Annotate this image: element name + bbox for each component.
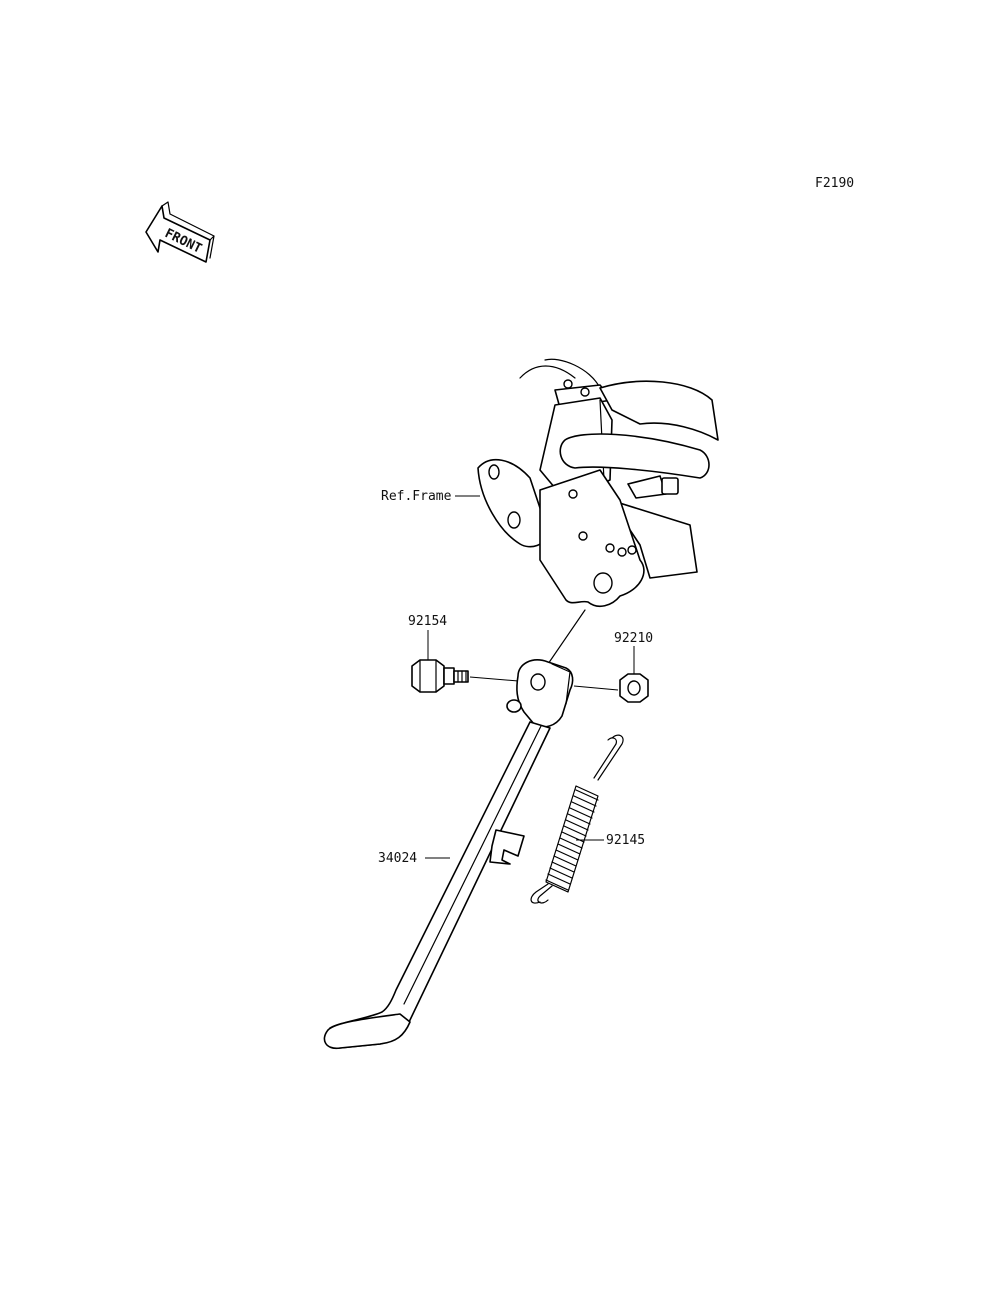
label-92210: 92210: [614, 631, 653, 646]
frame-bracket: [477, 358, 719, 665]
bolt-92154: [411, 659, 469, 693]
nut-92210: [619, 673, 649, 703]
front-arrow-icon: FRONT: [145, 201, 215, 263]
label-ref-frame: Ref.Frame: [381, 489, 452, 504]
label-92154: 92154: [408, 614, 447, 629]
figure-code: F2190: [815, 176, 854, 191]
spring-92145: [530, 734, 624, 904]
label-34024: 34024: [378, 851, 417, 866]
side-stand-34024: [323, 659, 574, 1050]
label-92145: 92145: [606, 833, 645, 848]
